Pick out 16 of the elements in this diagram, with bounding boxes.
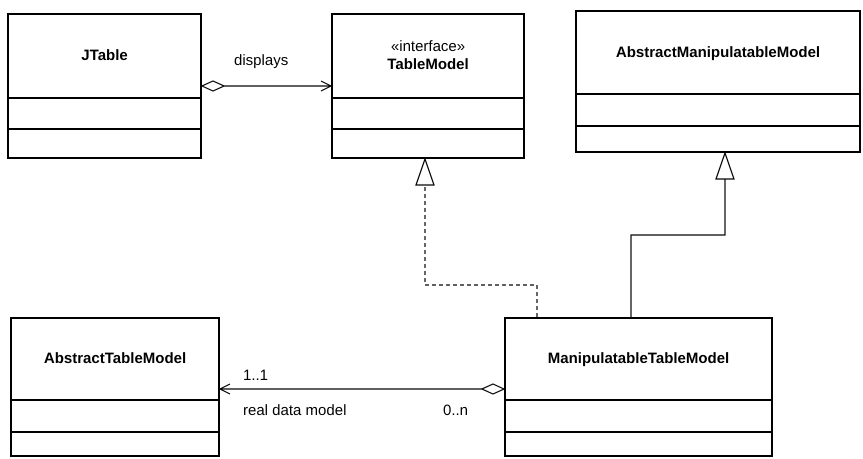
class-box bbox=[7, 13, 202, 159]
realization-arrow bbox=[415, 158, 538, 317]
generalization-arrow bbox=[630, 152, 735, 317]
class-box bbox=[331, 13, 525, 159]
stereotype-label: «interface» bbox=[390, 38, 466, 56]
class-name: TableModel bbox=[387, 56, 469, 74]
class-name: JTable bbox=[81, 47, 128, 65]
class-box bbox=[504, 317, 773, 457]
class-name: AbstractManipulatableModel bbox=[616, 44, 820, 62]
association-arrow bbox=[201, 80, 332, 92]
class-box bbox=[10, 317, 220, 457]
class-name: AbstractTableModel bbox=[44, 350, 186, 368]
class-box bbox=[575, 10, 861, 153]
class-name: ManipulatableTableModel bbox=[548, 350, 730, 368]
association-arrow bbox=[219, 383, 505, 395]
edge-label: displays bbox=[232, 52, 290, 70]
